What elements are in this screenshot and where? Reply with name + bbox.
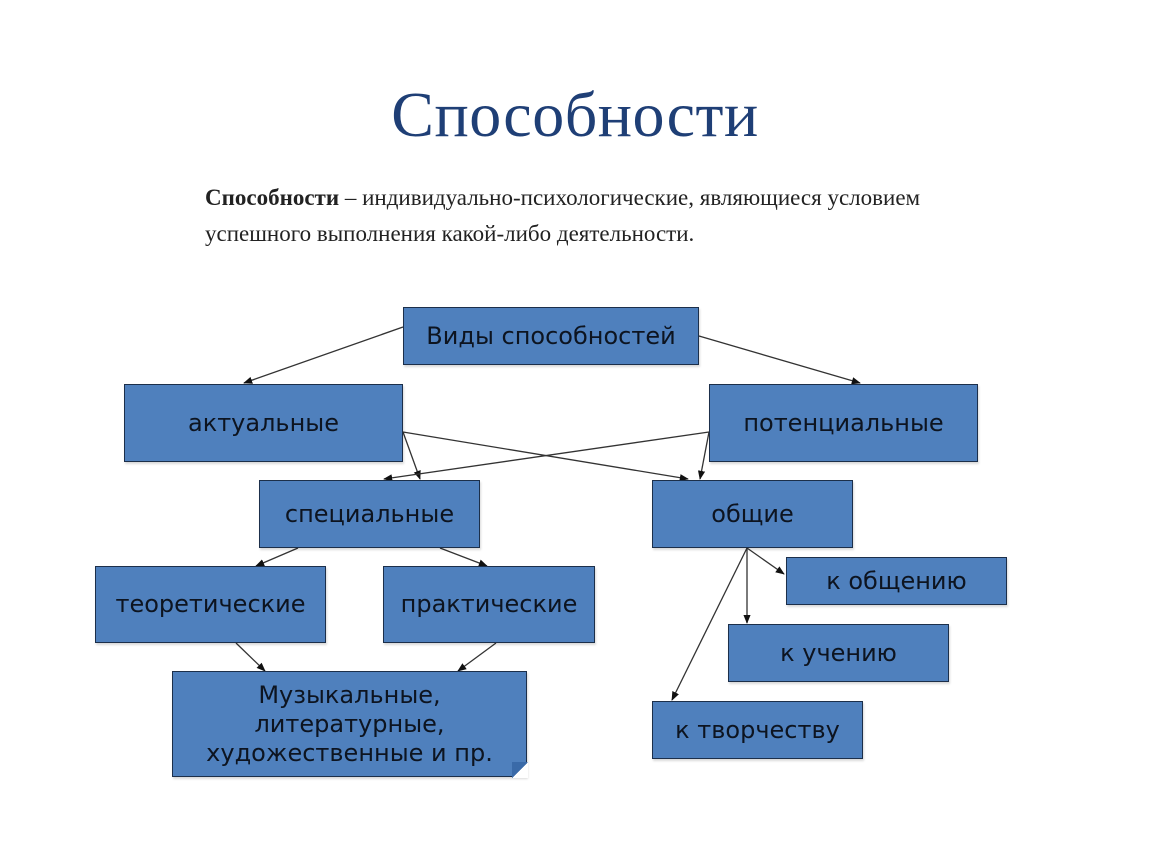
definition-term: Способности: [205, 185, 340, 210]
node-label-line: литературные,: [254, 709, 445, 738]
node-label: к творчеству: [675, 715, 840, 744]
edge-actual-special: [402, 431, 421, 480]
edge-potential-general: [697, 431, 710, 480]
edge-general-communication: [746, 547, 785, 575]
node-theoretical: теоретические: [95, 566, 326, 643]
edge-root-potential: [698, 335, 861, 385]
node-label: практические: [400, 590, 578, 618]
definition-body: – индивидуально-психологические, являющи…: [205, 185, 921, 246]
edge-theoretical-music: [235, 642, 266, 672]
node-practical: практические: [383, 566, 595, 643]
node-actual: актуальные: [124, 384, 403, 462]
node-label: специальные: [284, 499, 455, 528]
node-music-literary-artistic: Музыкальные, литературные, художественны…: [172, 671, 528, 778]
node-special: специальные: [259, 480, 480, 548]
edge-root-actual: [243, 326, 404, 384]
node-label: потенциальные: [743, 408, 944, 437]
node-label: к учению: [780, 638, 897, 667]
node-label: актуальные: [188, 408, 339, 437]
slide-title: Способности: [391, 79, 759, 150]
node-label-line: художественные и пр.: [206, 738, 493, 767]
node-label: теоретические: [115, 590, 306, 618]
node-potential: потенциальные: [709, 384, 978, 462]
edge-potential-special: [383, 431, 710, 482]
folded-corner-icon: [512, 762, 528, 778]
node-ability-types: Виды способностей: [403, 307, 699, 365]
node-label: общие: [711, 499, 794, 528]
node-creativity: к творчеству: [652, 701, 863, 759]
node-label-group: Музыкальные, литературные, художественны…: [206, 681, 493, 768]
node-learning: к учению: [728, 624, 949, 682]
edge-special-practical: [439, 547, 488, 567]
node-label: к общению: [826, 566, 967, 595]
edge-special-theoretical: [255, 547, 299, 567]
node-label-line: Музыкальные,: [258, 680, 441, 709]
node-general: общие: [652, 480, 853, 548]
node-label: Виды способностей: [426, 321, 676, 350]
edge-practical-music: [457, 642, 497, 672]
node-communication: к общению: [786, 557, 1007, 605]
edge-general-creativity: [671, 547, 748, 701]
definition-text: Способности – индивидуально-психологичес…: [205, 180, 1005, 252]
